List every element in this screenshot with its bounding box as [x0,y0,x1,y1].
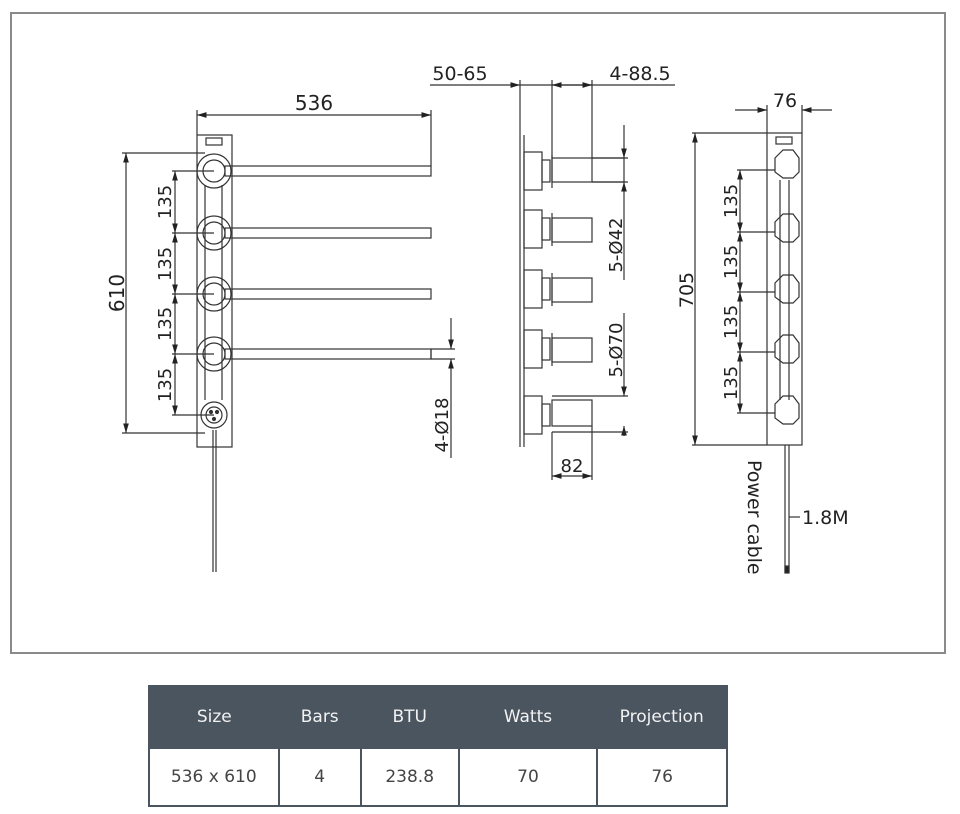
cell-btu: 238.8 [359,747,460,807]
rear-bracket-icon [775,136,793,145]
spec-table-header: Size Bars BTU Watts Projection [149,686,727,748]
front-view: 536 610 135 135 135 135 4-Ø18 [105,91,455,572]
rear-width-label: 76 [773,90,797,112]
header-watts: Watts [458,686,598,748]
side-bar-2 [523,209,593,249]
drawing-frame [10,12,946,654]
side-collar-large-label: 5-Ø70 [606,322,627,377]
side-wall-offset-label: 50-65 [432,63,487,85]
rear-spacing-label-2: 135 [721,245,742,279]
side-depth-label: 82 [561,456,584,477]
side-bar-4 [523,329,593,369]
front-width-label: 536 [295,91,333,115]
front-spacing-label-4: 135 [155,368,176,402]
front-spacing-label-3: 135 [155,307,176,341]
power-cable-label: Power cable [743,460,765,575]
spec-table: Size Bars BTU Watts Projection 536 x 610… [148,685,728,807]
rear-spacing-label-3: 135 [721,305,742,339]
rear-mount-2 [774,213,800,243]
front-bar-diameter-label: 4-Ø18 [432,397,453,452]
front-spacing-label-2: 135 [155,247,176,281]
rear-spacing-label-4: 135 [721,366,742,400]
front-bracket-icon [205,137,223,146]
rear-mount-3 [774,274,800,304]
cable-length-label: 1.8M [802,507,849,529]
cell-bars: 4 [277,747,362,807]
header-size: Size [149,686,279,748]
side-bar-1 [523,151,625,191]
side-connector [523,395,593,435]
rear-mount-5 [774,395,800,425]
rear-backplate [766,132,803,446]
cell-size: 536 x 610 [148,747,280,807]
side-collar-small-label: 5-Ø42 [606,217,627,272]
table-row: 536 x 610 4 238.8 70 76 [148,747,728,807]
rear-spacing-label-1: 135 [721,184,742,218]
front-height-label: 610 [105,274,129,312]
technical-drawing: 536 610 135 135 135 135 4-Ø18 [105,63,849,575]
rear-mount-4 [774,334,800,364]
front-spacing-label-1: 135 [155,185,176,219]
front-bar-3 [196,276,432,312]
rear-height-label: 705 [676,272,698,308]
side-bar-depth-label: 4-88.5 [609,63,670,85]
side-bar-3 [523,269,593,309]
rear-view: 76 705 135 135 135 135 Power cable 1.8M [676,90,849,575]
header-projection: Projection [597,686,727,748]
side-view: 50-65 4-88.5 5-Ø42 5-Ø70 82 [430,63,675,480]
cell-watts: 70 [457,747,599,807]
cell-projection: 76 [596,747,728,807]
rear-mount-1 [774,149,800,179]
header-btu: BTU [360,686,459,748]
header-bars: Bars [278,686,361,748]
